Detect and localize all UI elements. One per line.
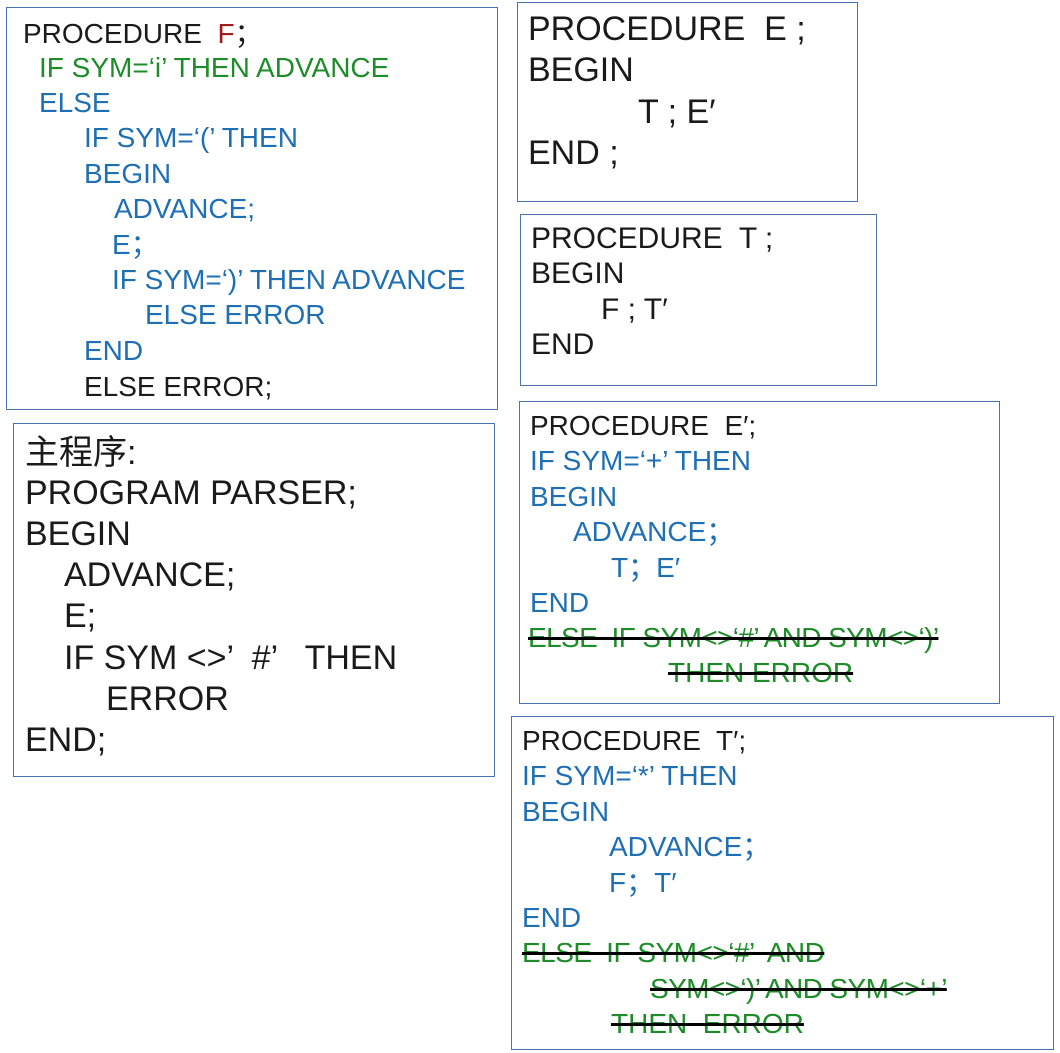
- code-line: ERROR: [106, 680, 229, 718]
- code-line: END;: [25, 721, 107, 759]
- procedure-e-prime-box: PROCEDURE E′; IF SYM=‘+’ THEN BEGIN ADVA…: [519, 401, 1000, 704]
- code-line: ADVANCE；: [609, 831, 771, 862]
- code-line: IF SYM <>’ #’ THEN: [64, 639, 398, 677]
- main-program-box: 主程序: PROGRAM PARSER; BEGIN ADVANCE; E; I…: [13, 423, 495, 777]
- code-line: T；E′: [611, 552, 681, 583]
- code-line: F ; T′: [601, 293, 668, 326]
- code-line: END: [530, 587, 590, 618]
- code-line: PROGRAM PARSER;: [25, 474, 357, 512]
- code-line: ADVANCE;: [64, 556, 236, 594]
- code-line: END: [531, 328, 595, 361]
- code-line: END ;: [528, 134, 619, 172]
- code-line: E；: [112, 229, 159, 260]
- procedure-name-f: F: [217, 18, 235, 49]
- code-line: IF SYM=‘*’ THEN: [522, 760, 738, 791]
- code-line: E;: [64, 597, 97, 635]
- procedure-t-prime-box: PROCEDURE T′; IF SYM=‘*’ THEN BEGIN ADVA…: [511, 716, 1054, 1050]
- struck-code-line: THEN ERROR: [668, 657, 854, 688]
- code-line: T ; E′: [638, 93, 716, 131]
- struck-code-line: ELSE IF SYM<>‘#’ AND: [522, 937, 825, 968]
- code-line: END: [522, 902, 582, 933]
- procedure-keyword: PROCEDURE: [23, 18, 218, 49]
- code-line: END: [84, 335, 144, 366]
- code-line: BEGIN: [528, 51, 634, 89]
- procedure-t-header: PROCEDURE T ;: [531, 222, 774, 255]
- code-line: BEGIN: [25, 515, 131, 553]
- procedure-f-header: PROCEDURE F；: [23, 20, 263, 48]
- procedure-e-box: PROCEDURE E ; BEGIN T ; E′ END ;: [517, 2, 858, 202]
- procedure-e-prime-header: PROCEDURE E′;: [530, 410, 757, 441]
- code-line: BEGIN: [530, 481, 618, 512]
- procedure-t-prime-header: PROCEDURE T′;: [522, 725, 747, 756]
- procedure-header-end: ；: [234, 18, 263, 49]
- code-line: BEGIN: [522, 796, 610, 827]
- struck-code-line: ELSE IF SYM<>‘#’ AND SYM<>‘)’: [528, 622, 939, 653]
- code-line: ELSE: [39, 87, 111, 118]
- code-line: F；T′: [609, 867, 677, 898]
- code-line: BEGIN: [84, 158, 172, 189]
- code-line: ELSE ERROR: [145, 299, 326, 330]
- procedure-t-box: PROCEDURE T ; BEGIN F ; T′ END: [520, 214, 877, 386]
- code-line: IF SYM=‘i’ THEN ADVANCE: [39, 52, 390, 83]
- code-line: IF SYM=‘+’ THEN: [530, 445, 751, 476]
- code-line: ELSE ERROR;: [84, 371, 273, 402]
- code-line: BEGIN: [531, 257, 625, 290]
- struck-code-line: THEN ERROR: [611, 1008, 804, 1039]
- main-program-label: 主程序:: [25, 434, 137, 472]
- code-line: ADVANCE；: [573, 516, 735, 547]
- procedure-e-header: PROCEDURE E ;: [528, 10, 806, 48]
- code-line: ADVANCE;: [114, 193, 256, 224]
- procedure-f-box: PROCEDURE F； IF SYM=‘i’ THEN ADVANCE ELS…: [6, 7, 498, 410]
- struck-code-line: SYM<>‘)’ AND SYM<>‘+’: [650, 973, 947, 1004]
- code-line: IF SYM=‘(’ THEN: [84, 122, 298, 153]
- code-line: IF SYM=‘)’ THEN ADVANCE: [112, 264, 466, 295]
